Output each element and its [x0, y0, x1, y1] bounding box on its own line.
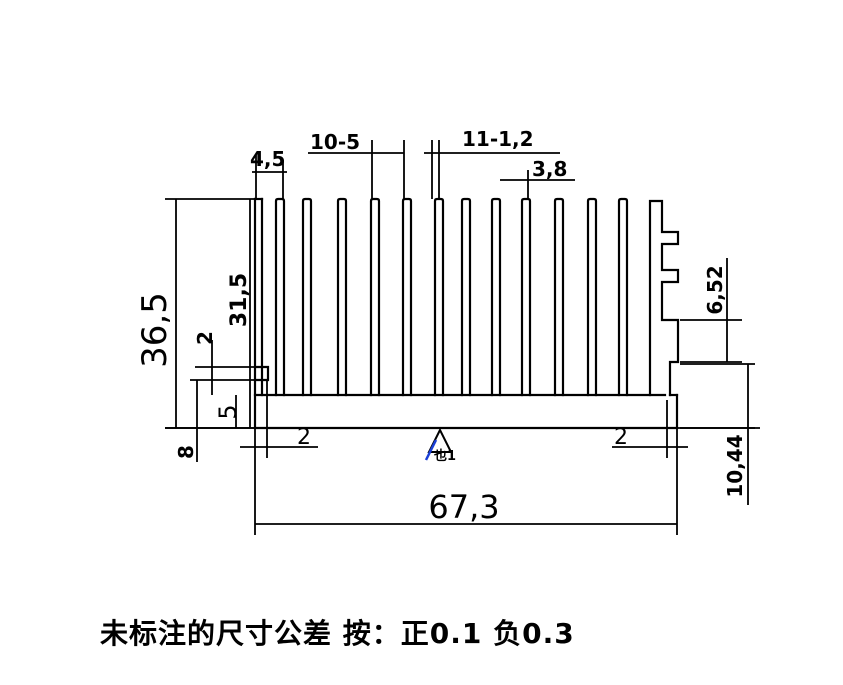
right-base-offset-label: 2 — [614, 425, 628, 450]
fin-height-label: 31,5 — [227, 273, 252, 327]
dimension-lines — [165, 140, 760, 535]
edge-offset-label: 4,5 — [250, 147, 285, 171]
fin — [586, 197, 598, 397]
heatsink-outline — [253, 197, 680, 430]
right-notch-label: 6,52 — [703, 265, 727, 314]
base-thickness-label: 5 — [214, 404, 242, 419]
fin — [274, 197, 286, 397]
fin-gap-label: 3,8 — [532, 157, 567, 181]
fin — [433, 197, 445, 397]
right-total-label: 10,44 — [723, 434, 747, 497]
overall-width-label: 67,3 — [428, 488, 499, 526]
right-notched-wall — [648, 199, 680, 397]
datum-label: 也1 — [434, 448, 456, 464]
left-base-offset-label: 2 — [297, 425, 311, 450]
fin — [490, 197, 502, 397]
overall-height-label: 36,5 — [135, 292, 175, 368]
fin-pitch-label: 10-5 — [310, 130, 360, 154]
fin — [369, 197, 381, 397]
fin — [401, 197, 413, 397]
step-height-label: 2 — [193, 331, 217, 345]
fin — [336, 197, 348, 397]
fin-thickness-label: 11-1,2 — [462, 127, 534, 151]
fin — [617, 197, 629, 397]
fin — [301, 197, 313, 397]
left-foot-label: 8 — [174, 445, 198, 459]
tolerance-note: 未标注的尺寸公差 按：正0.1 负0.3 — [100, 617, 575, 650]
fin — [553, 197, 565, 397]
fin — [460, 197, 472, 397]
datum-mark: 也1 — [424, 427, 456, 464]
fin — [520, 197, 532, 397]
